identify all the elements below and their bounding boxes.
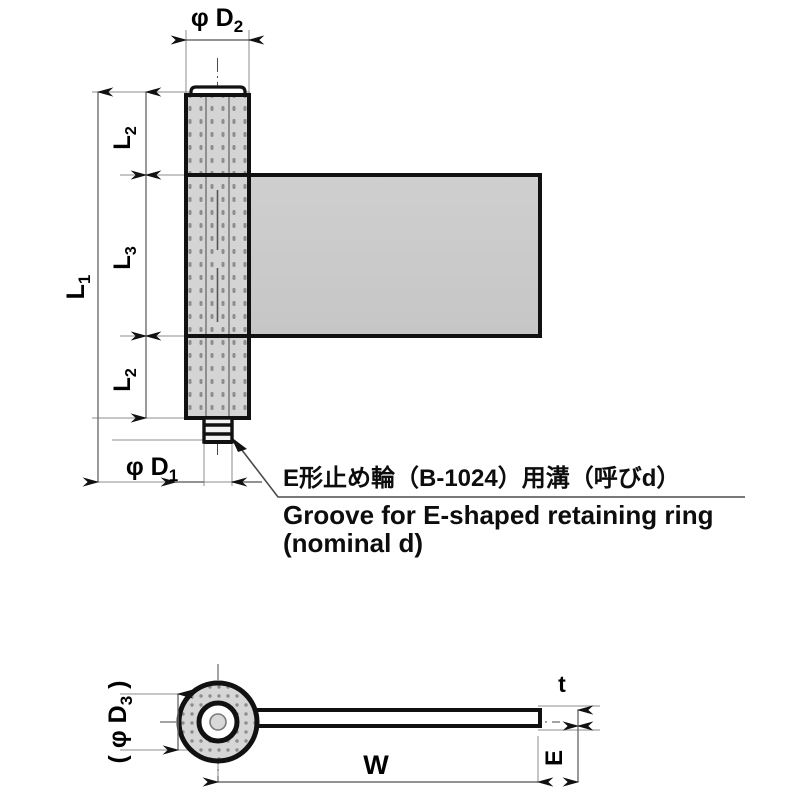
pin-end-body	[202, 416, 234, 444]
phi-d3-label: ( φ D3 )	[104, 681, 136, 764]
t-label: t	[558, 671, 566, 697]
front-view: φ D2 L1 L2 L3 L2	[62, 4, 745, 498]
middle-knuckle-and-leaf	[184, 173, 542, 338]
bottom-view: ( φ D3 ) W t E	[104, 664, 600, 787]
l2-top-label: L2	[109, 126, 140, 150]
groove-callout-text: E形止め輪（B-1024）用溝（呼びd） Groove for E-shaped…	[283, 464, 714, 558]
dimension-l1: L1	[62, 87, 114, 487]
l3-label: L3	[109, 246, 140, 270]
pin-end-with-groove	[202, 416, 234, 444]
callout-japanese: E形止め輪（B-1024）用溝（呼びd）	[283, 464, 680, 492]
callout-english-line2: (nominal d)	[283, 528, 423, 558]
dimension-phi-d2: φ D2	[170, 4, 265, 45]
dimension-phi-d1: φ D1	[126, 453, 262, 487]
pin-core-circle	[209, 713, 227, 731]
callout-leader-arrow	[231, 437, 247, 452]
dimension-l2-top: L2	[109, 87, 162, 180]
top-knuckle	[184, 85, 251, 177]
dimension-w: W	[202, 750, 554, 787]
dimension-e: E	[541, 721, 594, 787]
bottom-knuckle-bore-lines	[205, 338, 230, 416]
callout-english-line1: Groove for E-shaped retaining ring	[283, 500, 714, 530]
hinge-leaf-plate	[247, 173, 542, 338]
middle-knuckle-bore-lines	[205, 177, 230, 334]
dimension-phi-d3: ( φ D3 )	[104, 681, 194, 764]
leaf-plate-section	[238, 708, 542, 728]
e-ring-groove-lines	[204, 423, 232, 436]
l1-label: L1	[62, 275, 94, 300]
phi-d1-label: φ D1	[126, 453, 178, 485]
callout-leader-line	[234, 440, 745, 498]
dimension-l3: L3	[109, 170, 162, 341]
top-knuckle-bore-lines	[205, 97, 230, 173]
callout-leader	[231, 437, 745, 498]
bottom-knuckle-body	[184, 334, 251, 420]
w-label: W	[363, 750, 389, 780]
l2-bottom-label: L2	[109, 368, 140, 392]
e-label: E	[541, 750, 568, 766]
dimension-l2-bottom: L2	[109, 331, 162, 423]
barrel-cross-section	[176, 680, 260, 764]
phi-d2-label: φ D2	[191, 4, 243, 36]
bottom-knuckle	[184, 334, 251, 420]
top-knuckle-body	[184, 93, 251, 177]
